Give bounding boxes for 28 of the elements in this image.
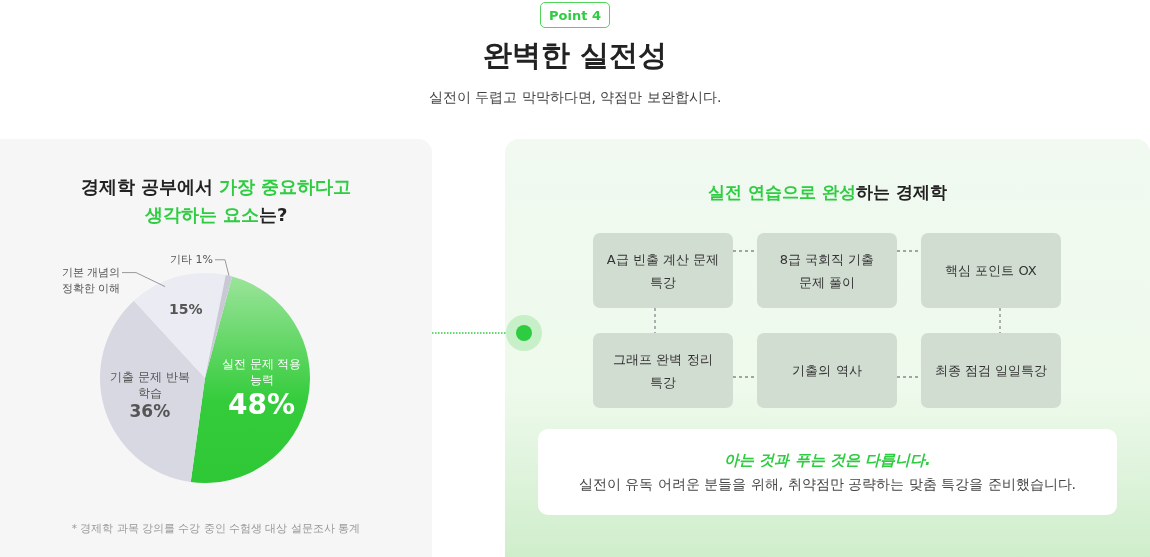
card-text: 실전이 유독 어려운 분들을 위해, 취약점만 공략하는 맞춤 특강을 준비했습니다.: [579, 475, 1076, 494]
course-box: 기출의 역사: [757, 333, 897, 408]
panel-heading: 실전 연습으로 완성하는 경제학: [707, 181, 948, 204]
course-box: 8급 국회직 기출 문제 풀이: [757, 233, 897, 308]
dashed-connector: [431, 332, 507, 334]
slice-label: 기본 개념의 정확한 이해: [60, 264, 120, 297]
dashed-connector: [999, 307, 1001, 334]
page-title: 완벽한 실전성: [481, 37, 669, 74]
point-badge: Point 4: [540, 2, 610, 28]
card-heading: 아는 것과 푸는 것은 다릅니다.: [724, 450, 931, 470]
course-box: 핵심 포인트 OX: [921, 233, 1061, 308]
course-panel: [505, 139, 1150, 557]
slice-value: 48%: [227, 388, 297, 423]
slice-label: 기출 문제 반복 학습: [109, 369, 190, 402]
dashed-connector: [654, 307, 656, 334]
footnote: * 경제학 과목 강의를 수강 중인 수험생 대상 설문조사 통계: [70, 522, 362, 536]
course-box: A급 빈출 계산 문제 특강: [593, 233, 733, 308]
chart-panel: [0, 139, 432, 557]
slice-label: 실전 문제 적용 능력: [220, 356, 303, 389]
message-card: [538, 429, 1117, 515]
course-box: 그래프 완벽 정리 특강: [593, 333, 733, 408]
panel-heading: 경제학 공부에서 가장 중요하다고 생각하는 요소는?: [79, 175, 353, 227]
connector-dot: [506, 315, 542, 351]
course-box: 최종 점검 일일특강: [921, 333, 1061, 408]
slice-value: 36%: [128, 401, 172, 422]
slice-value: 15%: [169, 300, 203, 318]
subtitle: 실전이 두렵고 막막하다면, 약점만 보완합시다.: [427, 89, 723, 107]
slice-label: 기타 1%: [170, 251, 213, 268]
